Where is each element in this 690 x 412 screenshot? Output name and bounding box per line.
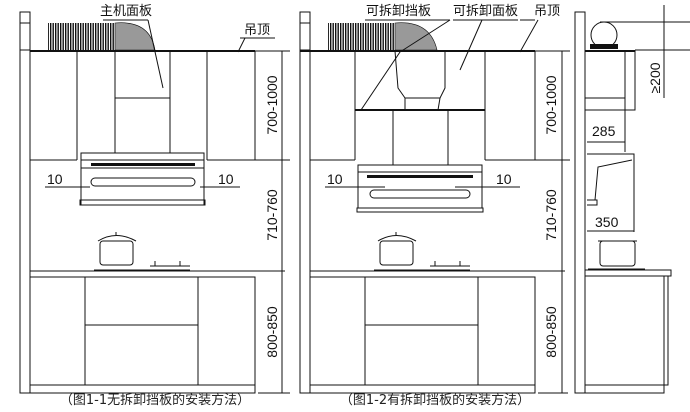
label-removable-baffle: 可拆卸挡板 <box>366 3 431 19</box>
dim-clearance: ≥200 <box>647 62 663 93</box>
dim-left-gap: 10 <box>47 171 63 187</box>
upper-cabinets <box>310 51 536 165</box>
dim-upper: 700-1000 <box>543 75 559 134</box>
cooktop <box>94 232 190 271</box>
label-removable-panel: 可拆卸面板 <box>453 3 518 19</box>
side-view: ≥200 285 350 <box>574 5 690 394</box>
pot-side <box>599 240 636 267</box>
removable-baffle-edge <box>360 51 401 111</box>
dim-middle: 710-760 <box>543 189 559 241</box>
wall <box>19 11 31 394</box>
dim-depth-hood: 350 <box>595 214 619 230</box>
label-main-panel: 主机面板 <box>100 4 152 19</box>
label-ceiling: 吊顶 <box>244 23 270 38</box>
figure-1-no-baffle: 主机面板 吊顶 10 10 <box>19 4 290 408</box>
dim-left-gap: 10 <box>327 171 343 187</box>
base-cabinet <box>309 270 565 394</box>
upper-cabinet-side <box>584 50 636 111</box>
main-panel-chimney <box>114 97 171 154</box>
range-hood <box>79 152 206 206</box>
dim-middle: 710-760 <box>264 189 280 241</box>
base-cabinet-side <box>585 276 669 394</box>
label-ceiling: 吊顶 <box>534 4 560 19</box>
gap-dimensions: 10 10 <box>45 171 240 188</box>
cooktop <box>374 232 470 271</box>
countertop-side <box>584 269 672 277</box>
removable-panel <box>394 50 446 111</box>
dim-lower: 800-850 <box>264 306 280 358</box>
figure-2-with-baffle: 可拆卸挡板 可拆卸面板 吊顶 10 10 <box>299 3 570 408</box>
upper-cabinets <box>30 51 256 161</box>
gap-dimensions: 10 10 <box>325 171 520 188</box>
dim-depth-upper: 285 <box>592 123 616 139</box>
dim-lower: 800-850 <box>543 306 559 358</box>
hood-side <box>587 153 635 232</box>
caption-figure-1: （图1-1无拆卸挡板的安装方法） <box>60 392 250 408</box>
wall <box>574 11 586 394</box>
exhaust-duct <box>48 22 156 51</box>
dim-right-gap: 10 <box>218 171 234 187</box>
base-cabinet <box>29 270 285 394</box>
dim-right-gap: 10 <box>496 171 512 187</box>
wall <box>299 11 311 394</box>
caption-figure-2: （图1-2有拆卸挡板的安装方法） <box>340 392 530 408</box>
range-hood <box>356 164 484 213</box>
height-dimension: 700-1000 710-760 800-850 <box>535 50 570 394</box>
exhaust-duct <box>328 22 438 51</box>
dim-upper: 700-1000 <box>264 75 280 134</box>
height-dimension: 700-1000 710-760 800-850 <box>255 50 290 394</box>
